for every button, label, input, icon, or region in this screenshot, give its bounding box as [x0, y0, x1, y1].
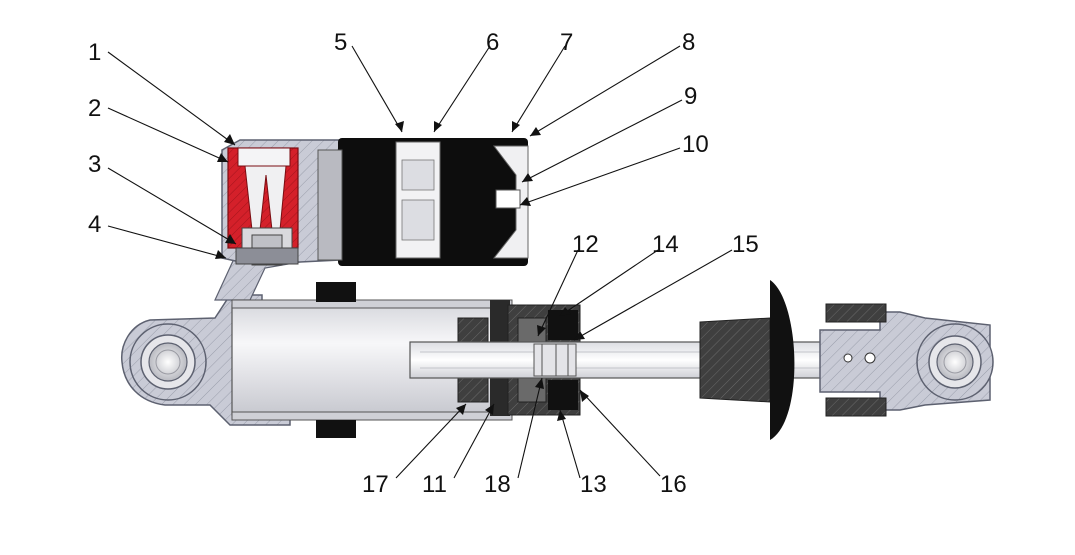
callout-1: 1	[88, 39, 236, 146]
callout-14: 14	[559, 231, 679, 317]
callout-6: 6	[433, 29, 499, 133]
callout-label-4: 4	[88, 211, 101, 238]
reservoir-canister	[317, 138, 529, 266]
callout-label-5: 5	[334, 29, 347, 56]
callout-17: 17	[362, 403, 467, 498]
callout-16: 16	[579, 389, 687, 498]
callout-label-17: 17	[362, 471, 389, 498]
callout-label-10: 10	[682, 131, 709, 158]
callout-13: 13	[557, 409, 607, 498]
callout-label-9: 9	[684, 83, 697, 110]
bottom-out-bumper	[699, 280, 795, 440]
callout-3: 3	[88, 151, 237, 245]
callout-label-18: 18	[484, 471, 511, 498]
compression-adjuster-valve	[227, 147, 299, 266]
callout-2: 2	[88, 95, 229, 163]
callout-15: 15	[573, 231, 759, 341]
callout-label-13: 13	[580, 471, 607, 498]
callout-label-2: 2	[88, 95, 101, 122]
callout-label-1: 1	[88, 39, 101, 66]
callout-18: 18	[484, 377, 544, 498]
callout-label-6: 6	[486, 29, 499, 56]
callout-7: 7	[511, 29, 573, 133]
callout-label-3: 3	[88, 151, 101, 178]
callout-8: 8	[529, 29, 695, 137]
callout-4: 4	[88, 211, 227, 259]
callout-5: 5	[334, 29, 404, 133]
callout-label-14: 14	[652, 231, 679, 258]
callout-label-8: 8	[682, 29, 695, 56]
callout-label-11: 11	[422, 471, 447, 498]
callout-label-15: 15	[732, 231, 759, 258]
callout-10: 10	[519, 131, 709, 206]
callout-12: 12	[537, 231, 599, 337]
callout-label-7: 7	[560, 29, 573, 56]
callout-11: 11	[422, 403, 495, 498]
callout-9: 9	[521, 83, 697, 183]
callout-label-16: 16	[660, 471, 687, 498]
callout-label-12: 12	[572, 231, 599, 258]
left-eyelet-bushing	[140, 334, 196, 390]
rod-end-eyelet	[819, 303, 994, 417]
